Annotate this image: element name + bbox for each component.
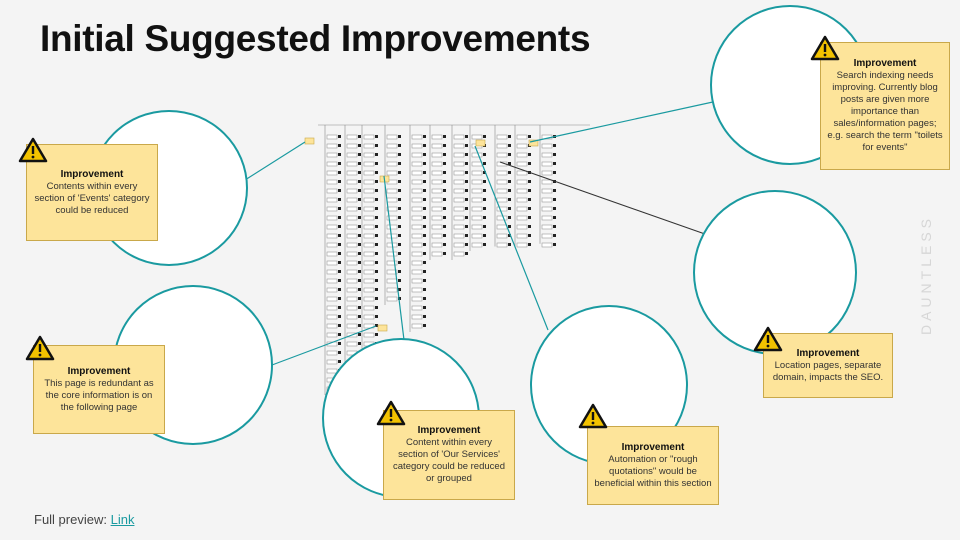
warning-icon <box>810 35 840 61</box>
warning-icon <box>18 137 48 163</box>
footer-label: Full preview: <box>34 512 107 527</box>
connector-line <box>499 161 723 241</box>
zoom-circle-locations <box>693 190 857 355</box>
connector-line <box>383 175 405 341</box>
brand-logo: DAUNTLESS <box>918 215 934 336</box>
full-preview-link[interactable]: Link <box>110 512 135 527</box>
warning-icon <box>25 335 55 361</box>
connector-line <box>474 145 549 331</box>
warning-icon <box>578 403 608 429</box>
connector-line <box>271 325 377 366</box>
page-title: Initial Suggested Improvements <box>40 18 591 59</box>
connector-line <box>529 99 723 143</box>
connector-line <box>244 141 306 181</box>
warning-icon <box>753 326 783 352</box>
warning-icon <box>376 400 406 426</box>
footer: Full preview: Link <box>34 512 134 527</box>
